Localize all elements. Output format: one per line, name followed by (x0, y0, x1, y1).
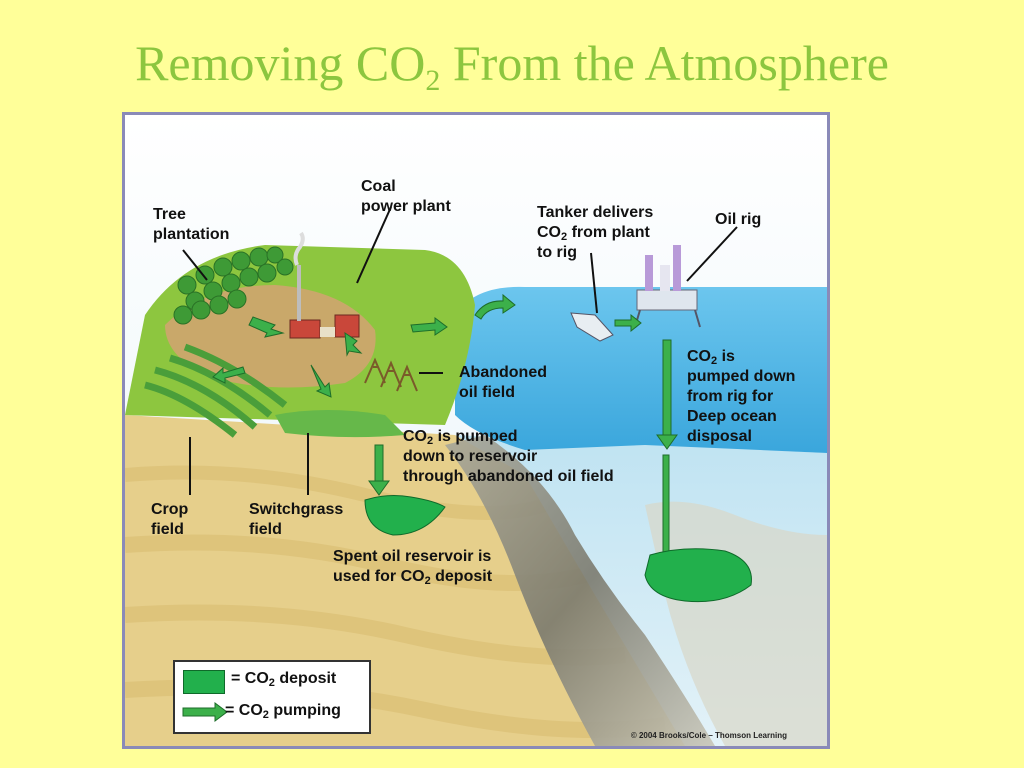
co2-pumping-arrows (212, 293, 678, 556)
tanker-ship (570, 312, 614, 342)
legend: = CO2 deposit = CO2 pumping (173, 660, 371, 734)
abandoned-oil-derricks (364, 357, 418, 392)
coal-power-plant (289, 231, 360, 339)
spent-oil-reservoir (364, 495, 446, 536)
deep-ocean-deposit (644, 548, 752, 603)
co2-pumping-arrow-icon (182, 702, 228, 722)
copyright-text: © 2004 Brooks/Cole – Thomson Learning (630, 731, 787, 740)
label-pointer-lines (182, 206, 738, 495)
page-title: Removing CO2 From the Atmosphere (135, 35, 889, 97)
legend-pumping-text: = CO2 pumping (225, 702, 341, 721)
oil-rig-label: Oil rig (715, 211, 762, 228)
diagram-illustration (125, 115, 827, 746)
legend-deposit-text: = CO2 deposit (231, 670, 337, 689)
co2-deposit-swatch (183, 670, 225, 694)
oil-rig (634, 245, 701, 328)
